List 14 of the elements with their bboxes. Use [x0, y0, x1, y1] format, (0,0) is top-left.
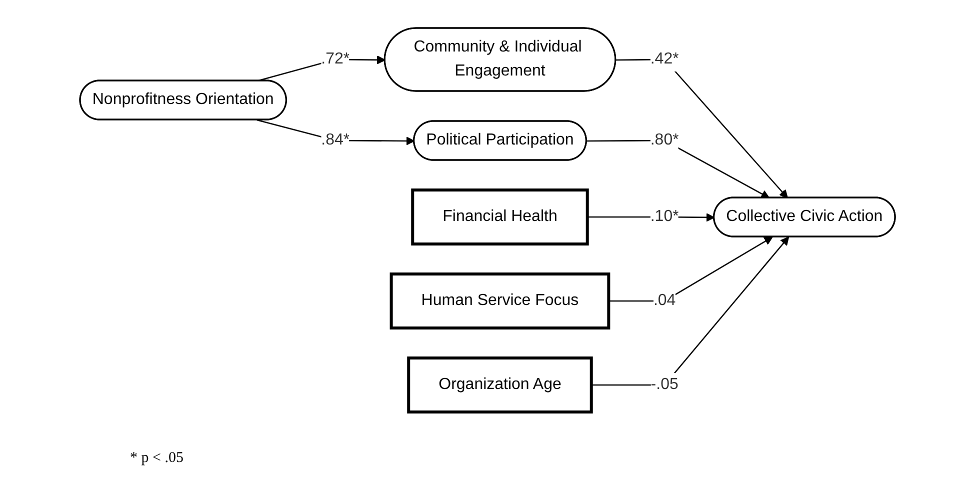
edge-label: .80*	[650, 131, 680, 148]
edge-label: .42*	[650, 50, 680, 68]
node-box: Organization Age	[408, 356, 594, 414]
arrow	[592, 236, 790, 386]
arrow	[616, 58, 788, 198]
significance-note: * p < .05	[130, 450, 184, 467]
edge-label: .72*	[322, 50, 350, 68]
edge-label: -.05	[651, 376, 679, 393]
node-box: Human Service Focus	[390, 272, 611, 330]
edge-label: .10*	[650, 208, 680, 225]
edge-label: .84*	[322, 131, 350, 148]
node-box: Financial Health	[412, 188, 590, 246]
arrow	[609, 236, 774, 302]
edge-label: .04	[654, 292, 676, 309]
